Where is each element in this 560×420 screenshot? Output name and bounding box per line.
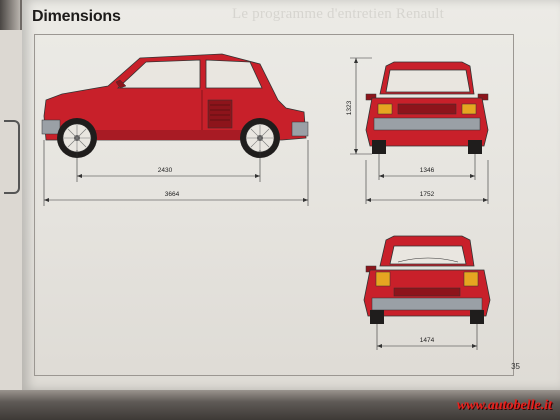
front-left-light: [377, 103, 393, 115]
rear-dimension-lines: [376, 324, 478, 350]
rear-right-tyre: [470, 310, 484, 324]
side-rear-window: [205, 59, 263, 89]
front-right-light: [461, 103, 477, 115]
width-value: 1752: [420, 191, 435, 198]
manual-page: Le programme d'entretien Renault Dimensi…: [22, 0, 560, 390]
front-windscreen: [385, 69, 471, 93]
rear-right-light: [463, 271, 479, 287]
front-right-tyre: [468, 140, 482, 154]
side-front-window: [116, 59, 201, 89]
side-sill: [82, 130, 262, 140]
rear-panel: [393, 287, 461, 297]
front-right-mirror: [477, 93, 489, 101]
side-mirror: [115, 79, 127, 89]
side-rear-wheel: [240, 118, 280, 158]
side-air-intake: [207, 99, 233, 129]
front-grille: [397, 103, 457, 115]
front-bumper: [373, 117, 481, 131]
rear-view-car: [363, 235, 491, 324]
page-title: Dimensions: [32, 8, 121, 25]
height-value: 1323: [346, 100, 353, 115]
front-left-mirror: [365, 93, 377, 101]
previous-page-box: [4, 120, 20, 194]
page-number: 35: [511, 362, 520, 371]
wheelbase-value: 2430: [158, 167, 173, 174]
side-rear-bumper: [291, 121, 309, 137]
side-front-wheel: [57, 118, 97, 158]
intake-slats: [210, 104, 230, 121]
front-view-car: [365, 61, 489, 154]
rear-left-tyre: [370, 310, 384, 324]
dimension-drawings: 2430 3664: [41, 53, 491, 350]
rear-bumper: [371, 297, 483, 311]
book-bottom-edge: [0, 390, 560, 420]
side-dimension-lines: [43, 140, 309, 206]
watermark-text: www.autobelle.it: [456, 398, 552, 413]
side-front-bumper: [41, 119, 61, 135]
rear-left-light: [375, 271, 391, 287]
rear-dimension-arrows: [377, 344, 477, 348]
front-dimension-lines: [350, 57, 489, 204]
front-dimension-arrows: [354, 58, 488, 202]
dimensions-frame: [34, 34, 514, 376]
front-left-tyre: [372, 140, 386, 154]
length-value: 3664: [165, 191, 180, 198]
side-view-car: [41, 53, 309, 158]
side-dimension-arrows: [44, 174, 308, 202]
front-track-value: 1346: [420, 167, 435, 174]
rear-track-value: 1474: [420, 337, 435, 344]
rear-wiper: [397, 257, 459, 263]
